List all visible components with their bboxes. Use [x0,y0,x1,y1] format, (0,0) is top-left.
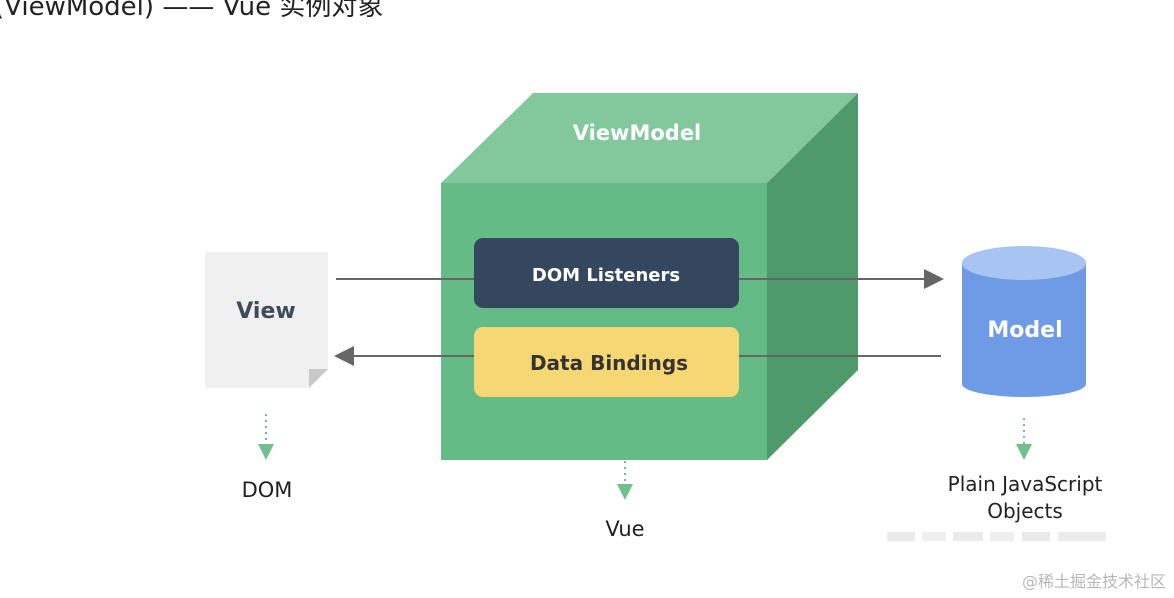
view-label: View [236,299,295,324]
data-bindings-label: Data Bindings [530,351,688,375]
view-document-sheet [205,252,328,388]
cube-top-face [441,93,858,183]
dom-listeners-label: DOM Listeners [532,265,680,286]
viewmodel-label: ViewModel [573,121,702,145]
data-bindings-box: Data Bindings [474,327,739,397]
view-document-fold [309,369,328,388]
cropped-page-title: (ViewModel) —— Vue 实例对象 [0,0,384,22]
plain-js-label-line2: Objects [987,499,1063,523]
model-cylinder-top [962,246,1086,280]
blurred-artifact [887,532,1106,541]
data-bindings-rect [474,327,739,397]
dom-listeners-rect [474,238,739,308]
watermark-text: @稀土掘金技术社区 [1021,572,1166,591]
cube-side-face [767,93,858,460]
plain-js-label-line1: Plain JavaScript [948,472,1103,496]
dom-listeners-box: DOM Listeners [474,238,739,308]
model-label: Model [987,318,1062,343]
vue-label: Vue [605,517,644,541]
viewmodel-cube: ViewModel [441,93,858,460]
dom-label: DOM [242,478,293,502]
view-document: View [205,252,328,388]
model-database: Model [962,246,1086,397]
cube-front-face [441,183,767,460]
model-cylinder-bottom [962,371,1086,397]
model-cylinder-body [962,263,1086,384]
